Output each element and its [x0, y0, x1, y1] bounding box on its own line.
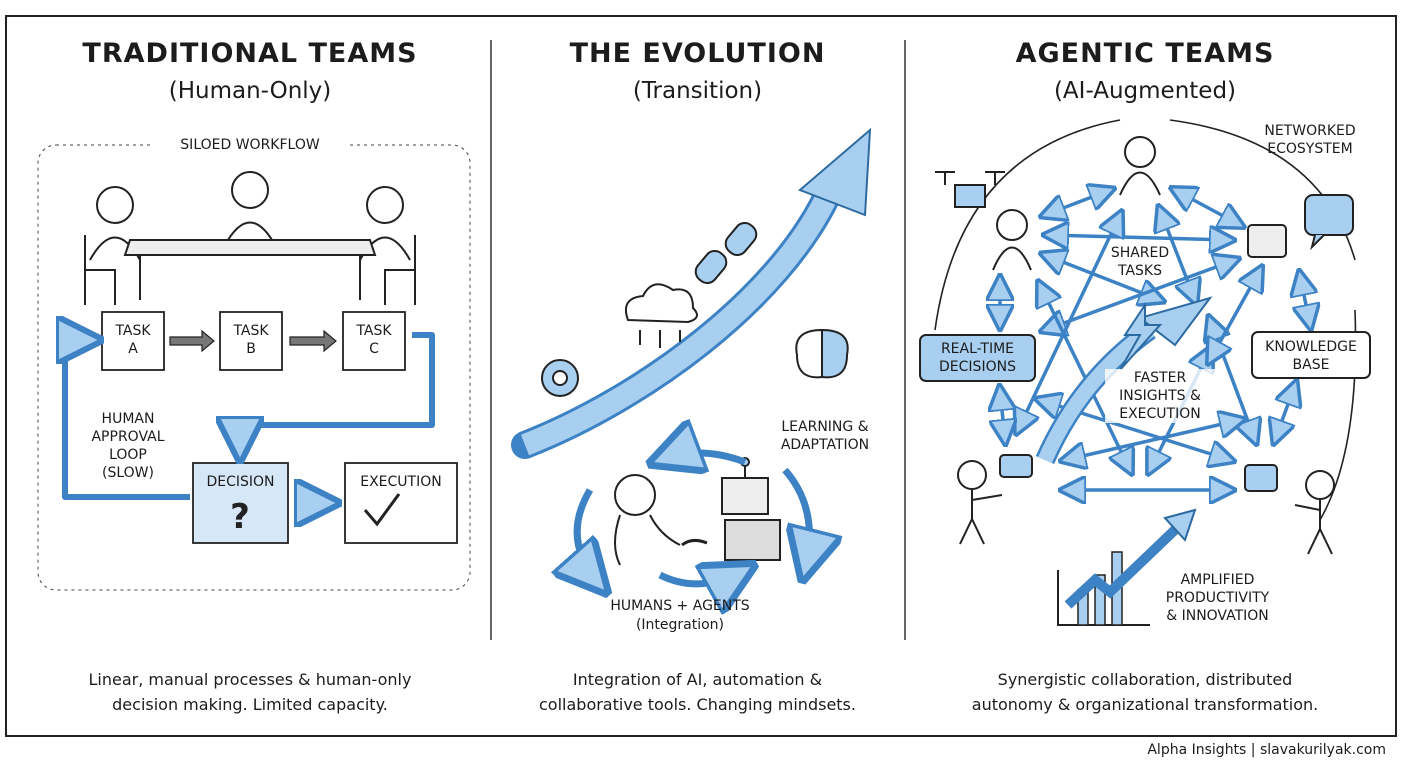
integration-label: HUMANS + AGENTS	[610, 598, 750, 614]
outer-frame	[5, 15, 1397, 737]
networked-label: NETWORKED ECOSYSTEM	[1264, 123, 1356, 157]
execution-label: EXECUTION	[360, 474, 442, 490]
knowledge-label: KNOWLEDGE BASE	[1265, 339, 1357, 373]
person-icon	[614, 474, 681, 566]
person-icon	[957, 136, 1335, 555]
handshake-icon	[681, 538, 708, 547]
chain-link-icon	[694, 221, 758, 285]
faster-label: FASTER INSIGHTS & EXECUTION	[1105, 369, 1215, 423]
gear-icon	[541, 359, 579, 397]
siloed-label: SILOED WORKFLOW	[150, 136, 350, 154]
task-b-box	[219, 311, 283, 371]
footer-credit: Alpha Insights | slavakurilyak.com	[1147, 742, 1386, 758]
panel-caption: Integration of AI, automation & collabor…	[539, 670, 856, 714]
approval-loop-label: HUMAN APPROVAL LOOP (SLOW)	[91, 411, 165, 481]
panel-title: TRADITIONAL TEAMS	[82, 38, 418, 69]
cloud-icon	[624, 283, 698, 348]
realtime-box	[919, 334, 1036, 382]
task-b: TASK B	[233, 323, 269, 357]
shared-tasks-label: SHARED TASKS	[1110, 245, 1170, 279]
panel-caption: Linear, manual processes & human-only de…	[88, 670, 412, 714]
robot-icon	[999, 224, 1287, 492]
panel-title: THE EVOLUTION	[569, 38, 826, 69]
people-at-table-icon	[84, 171, 416, 305]
task-c: TASK C	[356, 323, 392, 357]
brain-icon	[795, 328, 849, 379]
amplified-label: AMPLIFIED PRODUCTIVITY & INNOVATION	[1165, 572, 1270, 624]
task-c-box	[342, 311, 406, 371]
integration-sublabel: (Integration)	[635, 617, 725, 633]
panel-subtitle: (AI-Augmented)	[1053, 78, 1237, 104]
robot-icon	[721, 457, 781, 561]
realtime-label: REAL-TIME DECISIONS	[939, 341, 1016, 375]
task-a: TASK A	[115, 323, 151, 357]
knowledge-box	[1251, 331, 1371, 379]
drone-icon	[935, 171, 1005, 208]
chat-bubble-icon	[1304, 194, 1354, 251]
learning-label: LEARNING & ADAPTATION	[780, 419, 870, 453]
question-mark-icon: ?	[230, 497, 250, 537]
panel-subtitle: (Transition)	[632, 78, 763, 104]
growth-chart-icon	[1057, 508, 1197, 626]
checkmark-icon	[363, 493, 401, 527]
panel-subtitle: (Human-Only)	[168, 78, 332, 104]
execution-box	[344, 462, 458, 544]
panel-title: AGENTIC TEAMS	[1015, 38, 1275, 69]
decision-label: DECISION	[206, 474, 275, 490]
panel-caption: Synergistic collaboration, distributed a…	[971, 670, 1319, 714]
